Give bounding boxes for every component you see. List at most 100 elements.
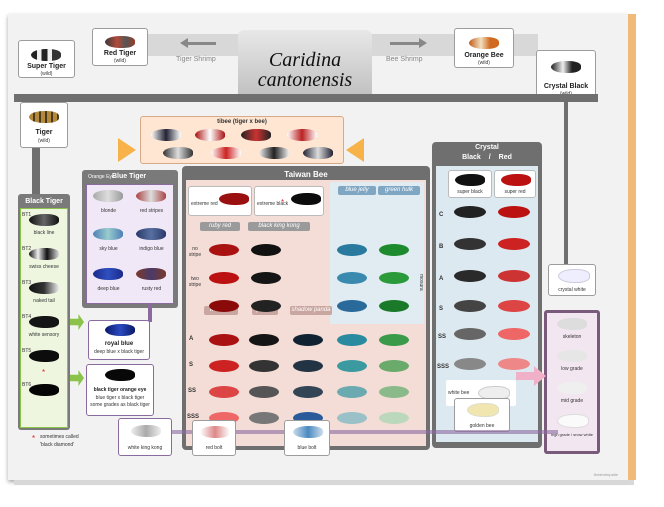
crystal-grade-sss: SSS [437, 364, 450, 370]
tibee-shrimp-1 [151, 129, 181, 141]
credit: theshrimpsite [594, 472, 618, 477]
tibee-left-arrow-icon [118, 138, 136, 162]
title-line-2: cantonensis [257, 69, 353, 91]
crystal-red-header: Red [498, 154, 512, 161]
black-tiger-oe-sub2: some grades as black tiger [90, 402, 150, 408]
taiwan-row-6 [209, 386, 409, 398]
red-tiger-sub: (wild) [114, 58, 126, 64]
tibee-shrimp-7 [259, 147, 289, 159]
extreme-red-shrimp [219, 193, 249, 205]
tibee-shrimp-8 [303, 147, 333, 159]
crystal-red-column [498, 206, 530, 370]
black-tiger-oe-box: black tiger orange eye blue tiger x blac… [86, 364, 154, 416]
crystal-grade-a: A [439, 276, 444, 282]
blue-tiger-cell-5: deep blue [88, 264, 129, 300]
left-arrow-shaft [186, 42, 216, 45]
snow-white-cell-4: high grade / snow white [549, 412, 595, 448]
extreme-black-shrimp [291, 193, 321, 205]
bt-row-5: BT5 * [22, 348, 66, 380]
crystal-white-connector [564, 100, 568, 264]
no-stripe-label: no stripe [188, 246, 202, 258]
crystal-header: Crystal [475, 144, 499, 151]
poster: Super Tiger (wild) Red Tiger (wild) Cari… [8, 14, 628, 480]
super-tiger-shrimp [31, 49, 61, 61]
taiwan-grade-a: A [189, 336, 194, 342]
crystal-black-wild-shrimp [551, 61, 581, 73]
crystal-side-label: mosura [418, 274, 424, 291]
tibee-right-arrow-icon [346, 138, 364, 162]
taiwan-row-4 [209, 334, 409, 346]
black-king-kong-label: black king kong [248, 222, 310, 231]
crystal-shrimp-grid [454, 206, 530, 370]
bt-row-4: BT4 white sensory [22, 314, 60, 338]
royal-blue-label: royal blue [104, 341, 134, 347]
blue-tiger-down-connector [148, 304, 152, 322]
extreme-black-label: extreme black [257, 201, 289, 207]
sometimes-star: * [32, 434, 36, 443]
snow-white-cell-1: skeleton [549, 316, 595, 346]
orange-bee-box: Orange Bee (wild) [454, 28, 514, 68]
black-tiger-oe-sub1: blue tiger x black tiger [95, 395, 145, 401]
taiwan-shrimp-grid [209, 244, 409, 424]
taiwan-grade-ss: SS [188, 388, 197, 394]
crystal-white-box: crystal white [548, 264, 596, 296]
taiwan-bee-header: Taiwan Bee [284, 170, 328, 179]
red-tiger-box: Red Tiger (wild) [92, 28, 148, 66]
tiger-wild-label: Tiger [35, 129, 53, 136]
tiger-shrimp-label: Tiger Shrimp [176, 56, 216, 63]
super-red-box: super red [494, 170, 536, 198]
white-king-kong-box: white king kong [118, 418, 172, 456]
blue-tiger-cell-4: indigo blue [131, 224, 172, 260]
crystal-grade-b: B [439, 244, 444, 250]
orange-bee-sub: (wild) [478, 60, 490, 66]
crystal-black-header: Black [462, 154, 481, 161]
blue-tiger-cell-1: blonde [88, 186, 129, 222]
tibee-shrimp-2 [195, 129, 225, 141]
crystal-subheader: Black / Red [462, 154, 512, 161]
bee-shrimp-label: Bee Shrimp [386, 56, 423, 63]
blue-bolt-box: blue bolt [284, 420, 330, 456]
blue-jelly-label: blue jelly [338, 186, 376, 195]
orange-bee-label: Orange Bee [464, 52, 504, 59]
black-tiger-header: Black Tiger [25, 198, 63, 205]
shadow-panda-label: shadow panda [290, 306, 332, 315]
blue-tiger-cell-6: rusty red [131, 264, 172, 300]
orange-bee-shrimp [469, 37, 499, 49]
tibee-shrimp-5 [163, 147, 193, 159]
ruby-red-label: ruby red [200, 222, 240, 231]
taiwan-row-5 [209, 360, 409, 372]
bt-row-3: BT3 naked tail [22, 280, 66, 312]
tibee-shrimp-3 [241, 129, 271, 141]
red-tiger-label: Red Tiger [103, 50, 137, 57]
blue-tiger-cell-3: sky blue [88, 224, 129, 260]
blue-tiger-cell-2: red stripes [131, 186, 172, 222]
super-tiger-label: Super Tiger [27, 63, 66, 70]
super-tiger-box: Super Tiger (wild) [18, 40, 75, 78]
tiger-wild-sub: (wild) [38, 138, 50, 144]
extreme-black-box: extreme black * [254, 186, 324, 216]
royal-blue-shrimp [105, 324, 135, 336]
tibee-label: tibee (tiger x bee) [217, 119, 267, 125]
title-panel [238, 30, 372, 102]
bt-row-1: BT1 black line [22, 212, 66, 244]
extreme-red-box: extreme red [188, 186, 252, 216]
super-tiger-sub: (wild) [40, 71, 53, 77]
canvas-edge [628, 14, 636, 480]
tibee-box: tibee (tiger x bee) [140, 116, 344, 164]
crystal-grade-c: C [439, 212, 444, 218]
tiger-wild-shrimp [29, 111, 59, 123]
blue-tiger-prefix: Orange Eye [88, 174, 115, 180]
taiwan-row-1 [209, 244, 409, 256]
bt-row-2: BT2 swiss cheese [22, 246, 59, 270]
tiger-down-connector [32, 148, 40, 198]
crystal-black-wild-box: Crystal Black (wild) [536, 50, 596, 100]
taiwan-row-2 [209, 272, 409, 284]
bottom-connector [118, 430, 558, 434]
right-arrow-head-icon [419, 38, 427, 48]
canvas-shadow [14, 480, 634, 485]
crystal-black-wild-label: Crystal Black [543, 83, 589, 90]
extreme-red-label: extreme red [191, 201, 218, 207]
red-bolt-box: red bolt [192, 420, 236, 456]
right-arrow-shaft [390, 42, 420, 45]
royal-blue-box: royal blue deep blue x black tiger [88, 320, 150, 360]
